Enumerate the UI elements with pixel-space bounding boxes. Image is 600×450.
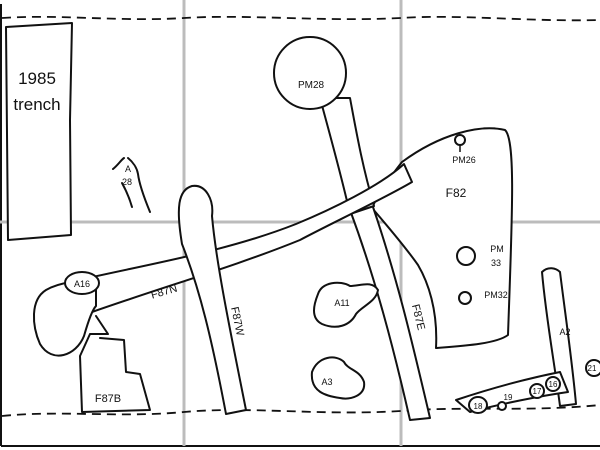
feature-f87e [349, 203, 431, 421]
feature-18 [468, 396, 488, 414]
trench-label-year: 1985 [18, 69, 56, 88]
feature-18-label: 18 [474, 402, 483, 411]
feature-a28-label-a: A [125, 164, 131, 174]
feature-a3 [310, 356, 366, 400]
feature-a11-label: A11 [334, 298, 349, 308]
feature-a11 [313, 281, 379, 328]
feature-pm28-label: PM28 [298, 80, 325, 91]
feature-a2 [541, 267, 577, 407]
feature-pm33-label-b: 33 [491, 258, 501, 268]
feature-a28-outline-left [112, 157, 133, 208]
feature-pm28 [273, 36, 347, 110]
feature-17-label: 17 [533, 387, 542, 396]
feature-16-label: 16 [549, 380, 558, 389]
feature-a3-label: A3 [321, 377, 332, 387]
feature-19 [497, 401, 507, 411]
feature-19-label: 19 [504, 393, 513, 402]
feature-pm32 [458, 291, 472, 305]
feature-a16-end [32, 280, 97, 357]
feature-f87e-label: F87E [409, 303, 427, 331]
feature-f87b-label: F87B [95, 393, 121, 405]
feature-f82-label: F82 [446, 186, 467, 200]
feature-21 [585, 359, 600, 377]
excavation-limit-top [1, 15, 600, 22]
feature-f87b [79, 315, 151, 413]
feature-a28-label-num: 28 [122, 177, 132, 187]
feature-pm33 [456, 246, 476, 266]
feature-16 [545, 376, 561, 392]
trench-label-word: trench [13, 95, 60, 114]
excavation-limit-bottom [1, 404, 600, 417]
feature-a16-label: A16 [74, 279, 90, 289]
feature-a28-outline-right [127, 157, 151, 213]
feature-a2-label: A2 [559, 327, 570, 337]
feature-pm26 [454, 134, 466, 152]
feature-17 [529, 383, 545, 399]
feature-pm26-label: PM26 [452, 155, 476, 165]
feature-21-label: 21 [588, 364, 597, 373]
feature-pm28-shaft [319, 97, 375, 215]
feature-a16 [64, 271, 100, 295]
feature-pm32-label: PM32 [484, 290, 508, 300]
feature-f87w [177, 184, 247, 415]
feature-pm33-label-a: PM [490, 244, 504, 254]
trench-1985 [5, 22, 73, 241]
feature-pm26-circle [454, 134, 466, 146]
